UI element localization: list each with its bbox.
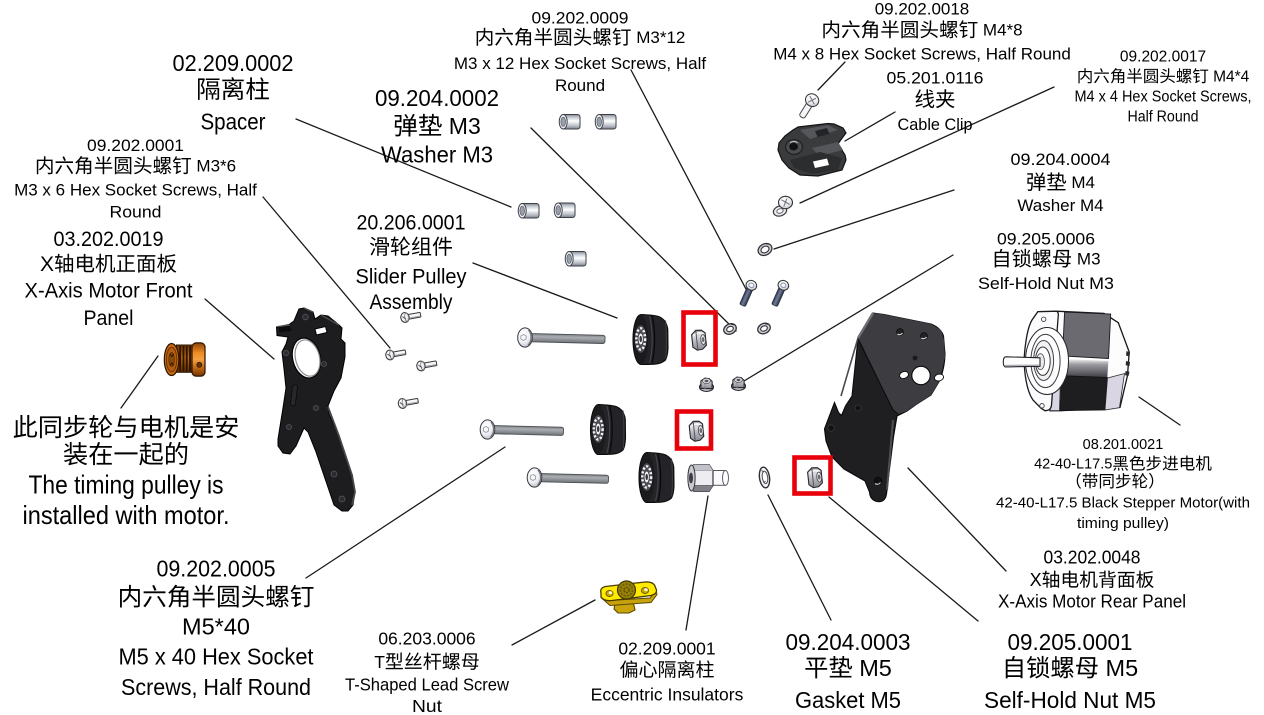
svg-text:M3 x 6 Hex Socket Screws, Half: M3 x 6 Hex Socket Screws, Half <box>14 181 257 200</box>
svg-text:Eccentric Insulators: Eccentric Insulators <box>591 684 744 704</box>
svg-text:Washer M3: Washer M3 <box>381 141 493 167</box>
svg-text:03.202.0019: 03.202.0019 <box>54 228 164 251</box>
svg-text:M5: M5 <box>1099 655 1138 681</box>
svg-text:Half Round: Half Round <box>1128 109 1199 126</box>
svg-text:Self-Hold Nut M5: Self-Hold Nut M5 <box>984 687 1156 713</box>
svg-text:X-Axis Motor Rear Panel: X-Axis Motor Rear Panel <box>998 592 1186 612</box>
svg-text:M4: M4 <box>1067 173 1095 192</box>
svg-text:09.202.0017: 09.202.0017 <box>1120 49 1206 66</box>
svg-text:09.202.0009: 09.202.0009 <box>532 9 629 28</box>
svg-text:03.202.0048: 03.202.0048 <box>1044 548 1141 568</box>
svg-text:T-Shaped Lead Screw: T-Shaped Lead Screw <box>345 674 509 694</box>
svg-text:02.209.0001: 02.209.0001 <box>618 638 715 658</box>
svg-text:M3 x 12 Hex Socket Screws, Hal: M3 x 12 Hex Socket Screws, Half <box>454 54 707 73</box>
svg-text:M3*12: M3*12 <box>632 28 686 47</box>
svg-text:The timing pulley is: The timing pulley is <box>29 469 224 499</box>
svg-text:20.206.0001: 20.206.0001 <box>357 212 466 235</box>
svg-text:06.203.0006: 06.203.0006 <box>378 628 475 648</box>
svg-text:M5 x 40 Hex Socket: M5 x 40 Hex Socket <box>119 644 314 670</box>
svg-text:Panel: Panel <box>84 307 134 330</box>
svg-text:Screws, Half Round: Screws, Half Round <box>121 674 311 700</box>
svg-text:09.205.0006: 09.205.0006 <box>997 230 1095 249</box>
svg-text:installed with motor.: installed with motor. <box>23 500 230 530</box>
svg-text:Cable Clip: Cable Clip <box>898 115 973 134</box>
svg-text:09.204.0004: 09.204.0004 <box>1011 150 1111 169</box>
svg-text:02.209.0002: 02.209.0002 <box>173 50 294 76</box>
svg-text:M3: M3 <box>1072 250 1100 269</box>
svg-text:M4 x 8 Hex Socket Screws, Half: M4 x 8 Hex Socket Screws, Half Round <box>773 45 1071 64</box>
svg-text:08.201.0021: 08.201.0021 <box>1083 437 1164 453</box>
svg-text:Washer M4: Washer M4 <box>1017 196 1103 215</box>
svg-text:09.204.0003: 09.204.0003 <box>786 629 911 655</box>
svg-text:Self-Hold Nut M3: Self-Hold Nut M3 <box>978 274 1114 293</box>
svg-text:T: T <box>374 652 385 672</box>
svg-text:M5*40: M5*40 <box>182 614 250 640</box>
svg-text:Round: Round <box>555 76 605 95</box>
svg-text:M5: M5 <box>853 655 892 681</box>
svg-text:42-40-L17.5: 42-40-L17.5 <box>1034 457 1112 473</box>
svg-text:M4*4: M4*4 <box>1209 69 1250 86</box>
svg-text:M3: M3 <box>442 113 480 139</box>
svg-text:09.202.0005: 09.202.0005 <box>157 556 276 582</box>
svg-text:X: X <box>40 253 54 276</box>
svg-text:09.205.0001: 09.205.0001 <box>1008 629 1133 655</box>
svg-text:Gasket M5: Gasket M5 <box>795 687 901 713</box>
svg-text:Round: Round <box>110 203 162 222</box>
svg-text:Spacer: Spacer <box>201 108 266 134</box>
svg-text:09.202.0018: 09.202.0018 <box>875 0 970 19</box>
svg-text:09.204.0002: 09.204.0002 <box>375 85 499 111</box>
svg-text:Assembly: Assembly <box>370 291 453 314</box>
svg-text:X: X <box>1030 570 1042 590</box>
svg-text:M4*8: M4*8 <box>978 21 1022 40</box>
svg-text:M3*6: M3*6 <box>192 157 236 176</box>
svg-text:Nut: Nut <box>412 696 442 715</box>
svg-text:Slider Pulley: Slider Pulley <box>356 265 467 288</box>
svg-text:09.202.0001: 09.202.0001 <box>87 136 184 155</box>
svg-text:timing pulley): timing pulley) <box>1077 516 1169 532</box>
svg-text:M4 x 4 Hex Socket Screws,: M4 x 4 Hex Socket Screws, <box>1075 89 1252 106</box>
svg-text:X-Axis Motor Front: X-Axis Motor Front <box>25 280 193 303</box>
svg-text:42-40-L17.5 Black Stepper Moto: 42-40-L17.5 Black Stepper Motor(with <box>996 496 1250 512</box>
svg-text:05.201.0116: 05.201.0116 <box>887 69 984 88</box>
